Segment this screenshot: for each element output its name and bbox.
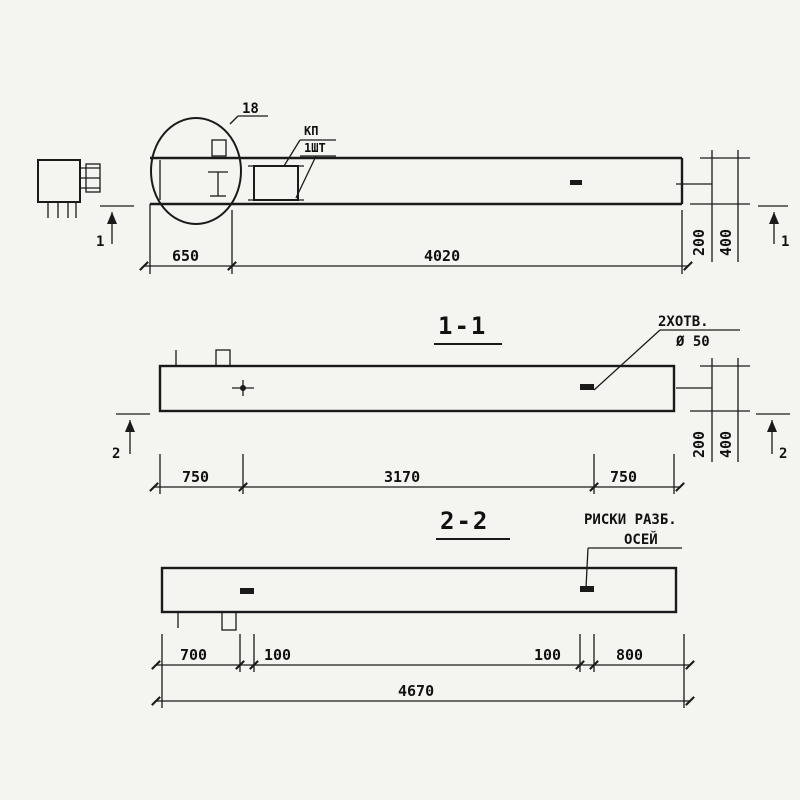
marks-note-line1: РИСКИ РАЗБ.: [584, 512, 677, 528]
beam-top-view: [150, 156, 684, 206]
detail-callout-18: 18: [150, 101, 268, 225]
section-marker-1-right: 1: [781, 234, 789, 250]
dim-3170: 3170: [384, 468, 420, 486]
dim-4670: 4670: [398, 682, 434, 700]
marks-note: РИСКИ РАЗБ. ОСЕЙ: [584, 512, 682, 589]
end-view-left: [37, 159, 101, 218]
section-1-1-label: 1-1: [438, 312, 487, 340]
dim-700: 700: [180, 646, 207, 664]
embedded-plate: КП 1ШТ: [248, 124, 336, 201]
section-cut-2-left: 2: [112, 413, 150, 462]
dim-400-top: 400: [717, 229, 735, 256]
dims-section-1: 750 3170 750 200 400: [149, 358, 750, 494]
section-2-2-label: 2-2: [440, 507, 489, 535]
beam-section-2: [160, 566, 678, 631]
beam-section-1: [158, 349, 676, 413]
plate-callout-line1: КП: [304, 124, 318, 138]
section-cut-1-right: 1: [758, 205, 789, 250]
dim-100-right: 100: [534, 646, 561, 664]
detail-callout-label: 18: [242, 101, 259, 117]
hole-note-line1: 2ХОТВ.: [658, 314, 709, 330]
dim-400-section-1: 400: [717, 431, 735, 458]
dim-200-section-1: 200: [690, 431, 708, 458]
dim-750-left: 750: [182, 468, 209, 486]
section-marker-2-right: 2: [779, 446, 787, 462]
dim-650: 650: [172, 247, 199, 265]
section-cut-1-left: 1: [96, 205, 134, 250]
section-marker-1-left: 1: [96, 234, 104, 250]
section-marker-2-left: 2: [112, 446, 120, 462]
dim-4020: 4020: [424, 247, 460, 265]
dim-200-top: 200: [690, 229, 708, 256]
hole-note: 2ХОТВ. Ø 50: [593, 314, 740, 391]
dim-800: 800: [616, 646, 643, 664]
section-2-2-title: 2-2: [436, 507, 510, 540]
dim-750-right: 750: [610, 468, 637, 486]
plate-callout-line2: 1ШТ: [304, 141, 326, 155]
dims-section-2: 700 100 100 800 4670: [151, 634, 695, 708]
section-cut-2-right: 2: [756, 413, 790, 462]
section-1-1-title: 1-1: [434, 312, 502, 345]
hole-note-line2: Ø 50: [675, 334, 710, 350]
dim-100-left: 100: [264, 646, 291, 664]
dims-top-view: 650 4020 200 400: [139, 150, 750, 274]
marks-note-line2: ОСЕЙ: [624, 531, 658, 548]
